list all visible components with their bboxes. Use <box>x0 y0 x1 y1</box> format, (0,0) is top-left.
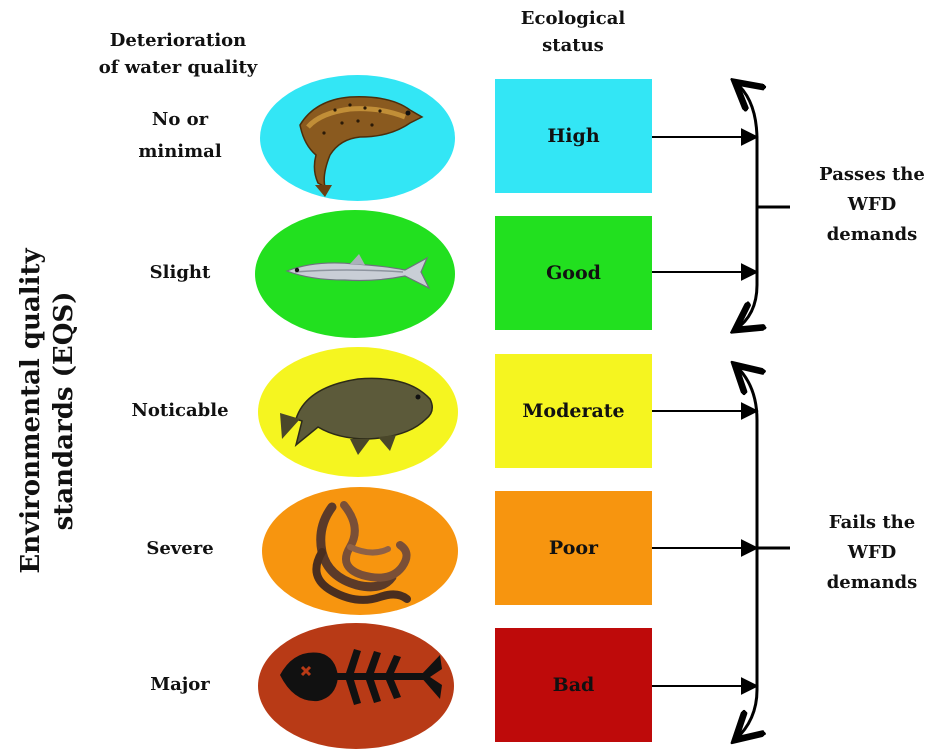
bracket-pass <box>735 82 757 330</box>
passes-wfd-label: Passes the WFD demands <box>808 160 936 250</box>
fails-wfd-label: Fails the WFD demands <box>808 508 936 598</box>
bracket-fail <box>735 365 757 740</box>
